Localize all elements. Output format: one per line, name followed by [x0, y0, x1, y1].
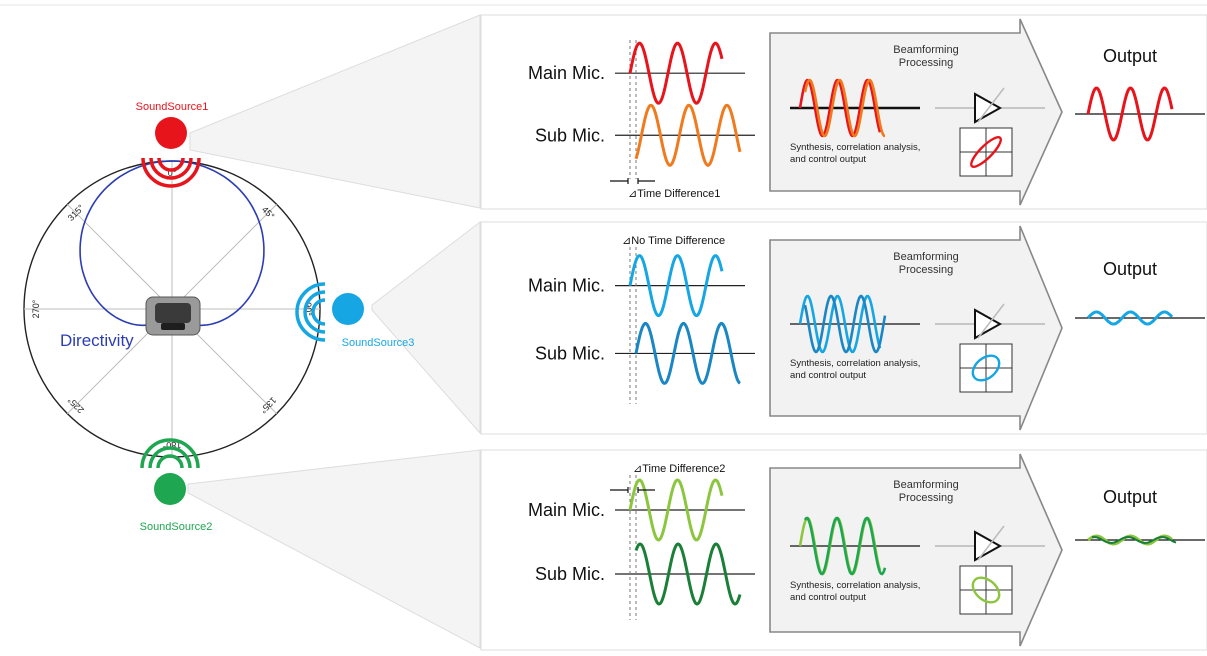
mixed-waveform-b — [803, 294, 887, 354]
connector-source1 — [189, 14, 481, 209]
gain-control-icon — [977, 525, 1005, 561]
sound-wave-arc — [303, 290, 326, 334]
sound-wave-arc — [311, 298, 326, 326]
sound-waves-1 — [141, 157, 201, 188]
panel-row-2: Main Mic. Sub Mic. ⊿No Time DifferenceBeam… — [480, 221, 1207, 435]
process-title-line1: Beamforming — [893, 479, 958, 491]
sound-source-1-label: SoundSource1 — [136, 101, 209, 113]
output-label: Output — [1103, 259, 1157, 279]
main-mic-label: Main Mic. — [528, 63, 605, 83]
sound-wave-arc — [140, 438, 200, 469]
polar-angle-label: 180° — [162, 440, 181, 450]
amplifier-icon — [974, 92, 1003, 124]
connector-source3 — [371, 220, 481, 435]
sub-mic-label: Sub Mic. — [535, 125, 605, 145]
polar-angle-label: 90° — [303, 302, 313, 316]
process-note-line2: and control output — [790, 592, 866, 603]
mixed-waveform-a — [798, 294, 882, 354]
sound-source-3-label: SoundSource3 — [342, 337, 415, 349]
process-title-line2: Processing — [899, 492, 953, 504]
sound-wave-arc — [141, 157, 201, 188]
sound-wave-arc — [157, 157, 185, 172]
lissajous-ellipse — [971, 576, 1001, 604]
output-label: Output — [1103, 46, 1157, 66]
main-mic-waveform — [628, 254, 724, 317]
process-note-line1: Synthesis, correlation analysis, — [790, 358, 920, 369]
polar-angle-label: 0° — [168, 168, 177, 178]
process-note-line2: and control output — [790, 154, 866, 165]
sub-mic-waveform — [634, 103, 742, 167]
mixed-waveform-a — [798, 78, 882, 138]
sub-mic-waveform — [634, 322, 741, 385]
main-mic-label: Main Mic. — [528, 500, 605, 520]
process-note-line2: and control output — [790, 370, 866, 381]
connector-source2 — [187, 449, 481, 649]
amplifier-icon — [974, 530, 1003, 562]
sub-mic-waveform — [634, 542, 742, 606]
sound-waves-3 — [295, 282, 326, 342]
polar-angle-label: 270° — [31, 299, 41, 318]
gain-control-icon — [977, 303, 1005, 339]
sound-source-2-label: SoundSource2 — [140, 521, 213, 533]
process-title-line1: Beamforming — [893, 44, 958, 56]
process-note-line1: Synthesis, correlation analysis, — [790, 142, 920, 153]
sound-source-3-dot — [332, 293, 364, 325]
sound-source-1: SoundSource1 — [136, 101, 209, 188]
device-icon — [145, 296, 201, 336]
time-difference-label: ⊿No Time Difference — [622, 235, 725, 247]
output-waveform — [1086, 86, 1174, 142]
sub-mic-label: Sub Mic. — [535, 564, 605, 584]
directivity-label: Directivity — [60, 331, 134, 350]
output-waveform — [1086, 310, 1174, 326]
sub-mic-label: Sub Mic. — [535, 343, 605, 363]
main-mic-waveform — [628, 478, 724, 542]
sound-wave-arc — [148, 446, 192, 469]
panel-row-1: Main Mic. Sub Mic. ⊿Time Difference1 Beamfo… — [480, 14, 1207, 210]
sound-wave-arc — [156, 454, 184, 469]
polar-directivity-plot: 0°45°90°135°180°225°270°315° Directivity — [23, 160, 321, 458]
panel-row-3: Main Mic. Sub Mic. ⊿Time Difference2Beamfo… — [480, 449, 1207, 651]
mixed-waveform-b — [803, 78, 886, 138]
sound-wave-arc — [149, 157, 193, 180]
mixed-waveform-b — [803, 516, 887, 576]
process-title-line1: Beamforming — [893, 251, 958, 263]
output-waveform-b — [1091, 535, 1177, 545]
sound-source-3: SoundSource3 — [295, 282, 415, 349]
main-mic-waveform — [628, 41, 724, 105]
lissajous-ellipse — [970, 136, 1002, 168]
process-title-line2: Processing — [899, 264, 953, 276]
time-difference-label: ⊿Time Difference2 — [633, 463, 725, 475]
time-difference-label: ⊿Time Difference1 — [628, 188, 720, 200]
sound-wave-arc — [295, 282, 326, 342]
sound-source-2-dot — [154, 473, 186, 505]
output-label: Output — [1103, 487, 1157, 507]
time-difference-arrows — [610, 178, 655, 184]
sound-source-2: SoundSource2 — [140, 438, 213, 533]
amplifier-icon — [974, 308, 1003, 340]
process-note-line1: Synthesis, correlation analysis, — [790, 580, 920, 591]
sound-source-1-dot — [155, 117, 187, 149]
process-title-line2: Processing — [899, 57, 953, 69]
main-mic-label: Main Mic. — [528, 276, 605, 296]
lissajous-ellipse — [971, 354, 1001, 382]
time-difference-arrows — [610, 487, 655, 493]
sound-waves-2 — [140, 438, 200, 469]
gain-control-icon — [977, 87, 1005, 123]
